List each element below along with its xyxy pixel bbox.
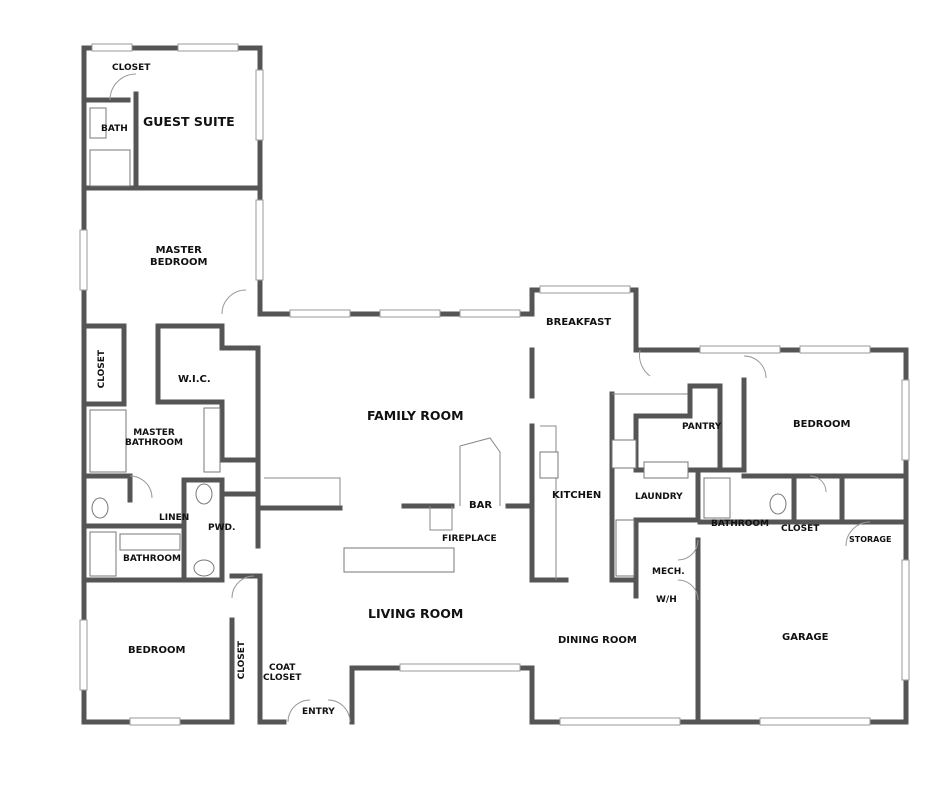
label-garage: GARAGE [782,632,829,643]
label-pantry: PANTRY [682,422,722,432]
label-fireplace: FIREPLACE [442,534,497,544]
label-pwd: PWD. [208,523,236,533]
label-bathroom-right: BATHROOM [711,519,769,529]
label-closet-entry: CLOSET [236,640,247,680]
label-living-room: LIVING ROOM [368,606,464,621]
label-family-room: FAMILY ROOM [367,408,464,423]
label-guest-suite: GUEST SUITE [143,114,235,129]
label-mech: MECH. [652,567,685,577]
label-master-bathroom: MASTER BATHROOM [125,428,183,449]
label-bar: BAR [469,500,493,511]
label-breakfast: BREAKFAST [546,317,612,328]
label-coat-closet: COAT CLOSET [263,663,302,684]
label-bedroom-left: BEDROOM [128,645,186,656]
label-kitchen: KITCHEN [552,490,602,501]
label-wic: W.I.C. [178,374,211,385]
label-bedroom-right: BEDROOM [793,419,851,430]
label-dining-room: DINING ROOM [558,635,637,646]
label-bath: BATH [101,124,128,134]
label-linen: LINEN [159,513,190,523]
label-entry: ENTRY [302,707,335,717]
label-master-bedroom: MASTER BEDROOM [150,245,208,268]
fixtures [89,107,787,577]
label-closet-top: CLOSET [112,63,151,73]
doors [109,73,871,723]
label-laundry: LAUNDRY [635,492,683,502]
interior-walls [81,91,909,725]
label-bathroom-left: BATHROOM [123,554,181,564]
label-closet-right: CLOSET [781,524,820,534]
label-closet-side: CLOSET [96,349,107,389]
label-storage: STORAGE [849,535,892,544]
label-wh: W/H [656,595,677,605]
windows [79,43,910,726]
